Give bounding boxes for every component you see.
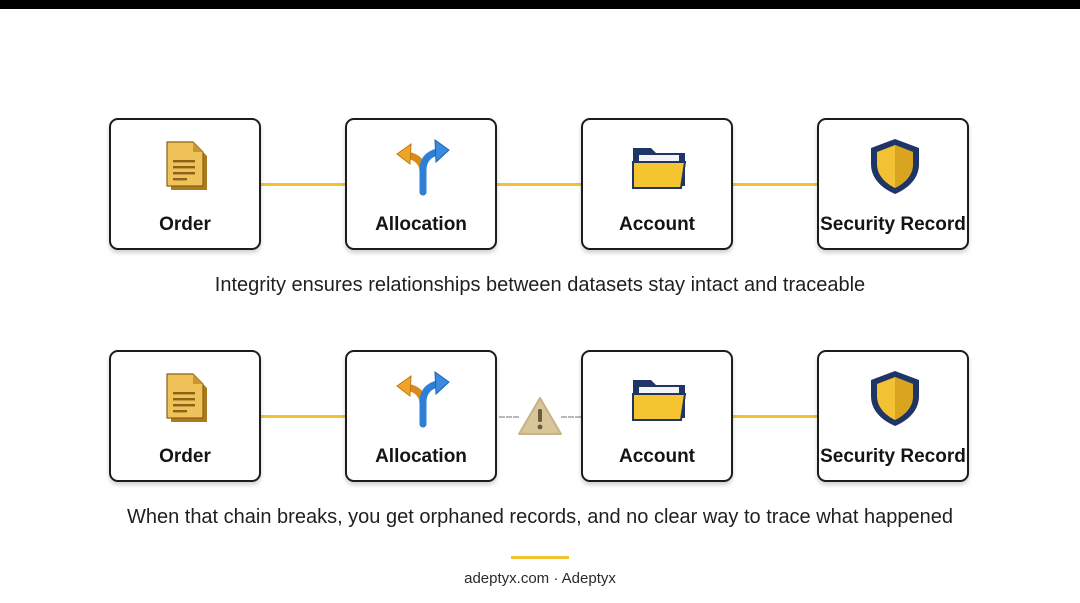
node-security-record: Security Record: [817, 118, 969, 250]
node-allocation: Allocation: [345, 118, 497, 250]
link-account-security: [733, 415, 817, 418]
footer-text[interactable]: adeptyx.com · Adeptyx: [464, 570, 616, 587]
warning-icon: [517, 395, 563, 437]
split-arrows-icon: [393, 136, 453, 196]
node-label: Allocation: [375, 446, 467, 467]
link-order-allocation: [261, 183, 345, 186]
link-account-security: [733, 183, 817, 186]
split-arrows-icon: [393, 368, 453, 428]
broken-chain-row: Order Allocation Account: [0, 350, 1080, 484]
link-order-allocation: [261, 415, 345, 418]
node-label: Allocation: [375, 214, 467, 235]
broken-link-right: [561, 416, 581, 418]
broken-link-left: [499, 416, 519, 418]
node-allocation: Allocation: [345, 350, 497, 482]
document-icon: [157, 136, 217, 196]
node-label: Security Record: [820, 214, 966, 235]
footer-divider: [511, 556, 569, 559]
link-allocation-account: [497, 183, 581, 186]
node-account: Account: [581, 118, 733, 250]
node-account: Account: [581, 350, 733, 482]
caption-intact: Integrity ensures relationships between …: [214, 274, 866, 296]
intact-chain-row: Order Allocation Account: [0, 118, 1080, 252]
top-bar: [0, 0, 1080, 9]
document-icon: [157, 368, 217, 428]
node-label: Account: [619, 446, 695, 467]
node-order: Order: [109, 350, 261, 482]
node-label: Security Record: [820, 446, 966, 467]
node-order: Order: [109, 118, 261, 250]
node-label: Order: [159, 446, 211, 467]
folder-icon: [629, 368, 689, 428]
node-security-record: Security Record: [817, 350, 969, 482]
node-label: Account: [619, 214, 695, 235]
shield-icon: [865, 368, 925, 428]
node-label: Order: [159, 214, 211, 235]
caption-broken: When that chain breaks, you get orphaned…: [126, 506, 954, 528]
shield-icon: [865, 136, 925, 196]
folder-icon: [629, 136, 689, 196]
